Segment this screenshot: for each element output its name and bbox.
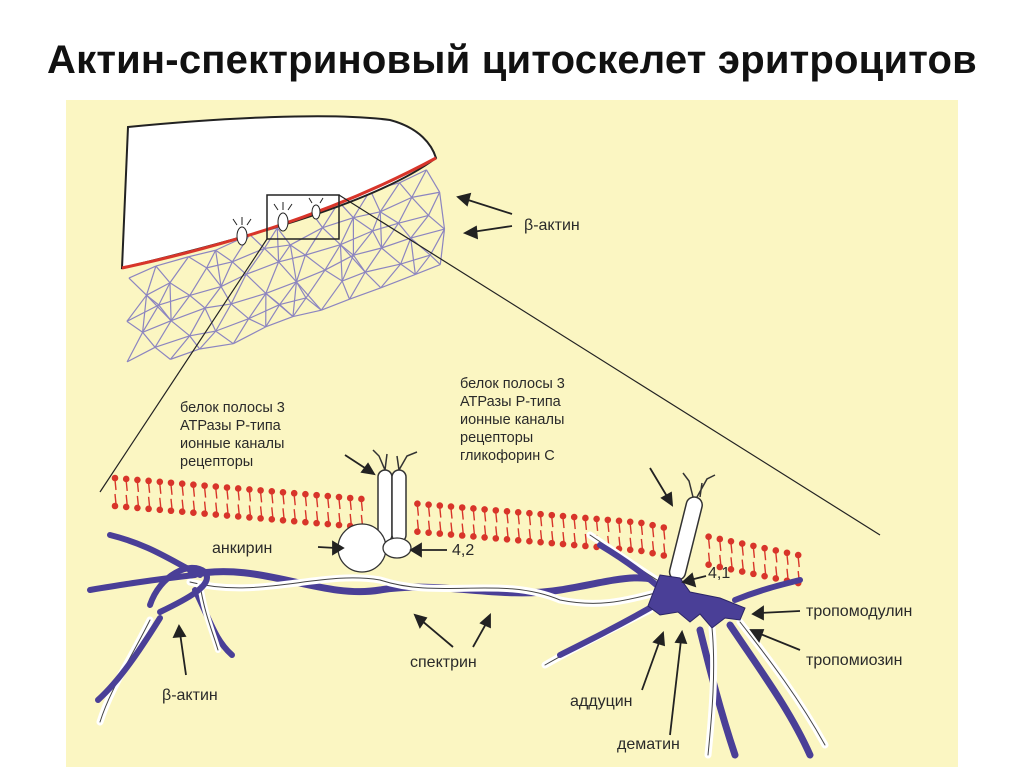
left-strand-4 [95, 615, 163, 703]
ankyrin-label: анкирин [212, 540, 272, 557]
left-strand-1 [87, 572, 198, 593]
band3-right-line-5: гликофорин С [460, 448, 555, 464]
cell-membrane-edge [121, 156, 437, 270]
cell-fragment [99, 115, 881, 536]
adducin-label: аддуцин [570, 693, 633, 710]
zoom-box-proteins [232, 197, 324, 246]
spectrin-filaments [87, 531, 829, 759]
lipid-bilayer [111, 474, 802, 587]
band3-left-line-4: рецепторы [180, 454, 253, 470]
right-strand-4 [557, 602, 658, 658]
slide-title: Актин-спектриновый цитоскелет эритроцито… [47, 38, 977, 82]
zoom-line-right [338, 194, 881, 536]
right-strand-8 [736, 618, 829, 749]
tropomodulin-label: тропомодулин [806, 603, 912, 620]
band3-left-protein [372, 449, 418, 543]
right-strand-7 [726, 621, 814, 759]
spectrin-label: спектрин [410, 654, 477, 671]
tropomyosin-label: тропомиозин [806, 652, 902, 669]
protein-42-label: 4,2 [452, 542, 474, 559]
band3-left-line-2: АТРазы Р-типа [180, 418, 282, 434]
label-band3-left: белок полосы 3 АТРазы Р-типа ионные кана… [180, 400, 285, 470]
band3-right-line-4: рецепторы [460, 430, 533, 446]
right-strand-2 [597, 542, 663, 591]
protein-complex-41 [647, 574, 746, 629]
band3-left-line-3: ионные каналы [180, 436, 284, 452]
beta-actin-bottom-label: β-актин [162, 687, 218, 704]
zoom-box [266, 194, 340, 240]
right-strand-5 [696, 626, 739, 759]
callout-arrows [172, 454, 801, 736]
left-loop [147, 564, 210, 615]
spectrin-network-mesh [126, 169, 446, 363]
zoom-line-left [99, 238, 268, 493]
beta-actin-top-label: β-актин [524, 217, 580, 234]
right-strand-9 [732, 577, 803, 603]
label-band3-right: белок полосы 3 АТРазы Р-типа ионные кана… [460, 376, 565, 464]
band3-left-line-1: белок полосы 3 [180, 400, 285, 416]
band3-right-line-2: АТРазы Р-типа [460, 394, 562, 410]
band3-right-line-3: ионные каналы [460, 412, 564, 428]
band3-right-line-1: белок полосы 3 [460, 376, 565, 392]
beta-actin-top-callout [456, 192, 513, 240]
dematin-label: дематин [617, 736, 680, 753]
protein-41-label: 4,1 [708, 565, 730, 582]
